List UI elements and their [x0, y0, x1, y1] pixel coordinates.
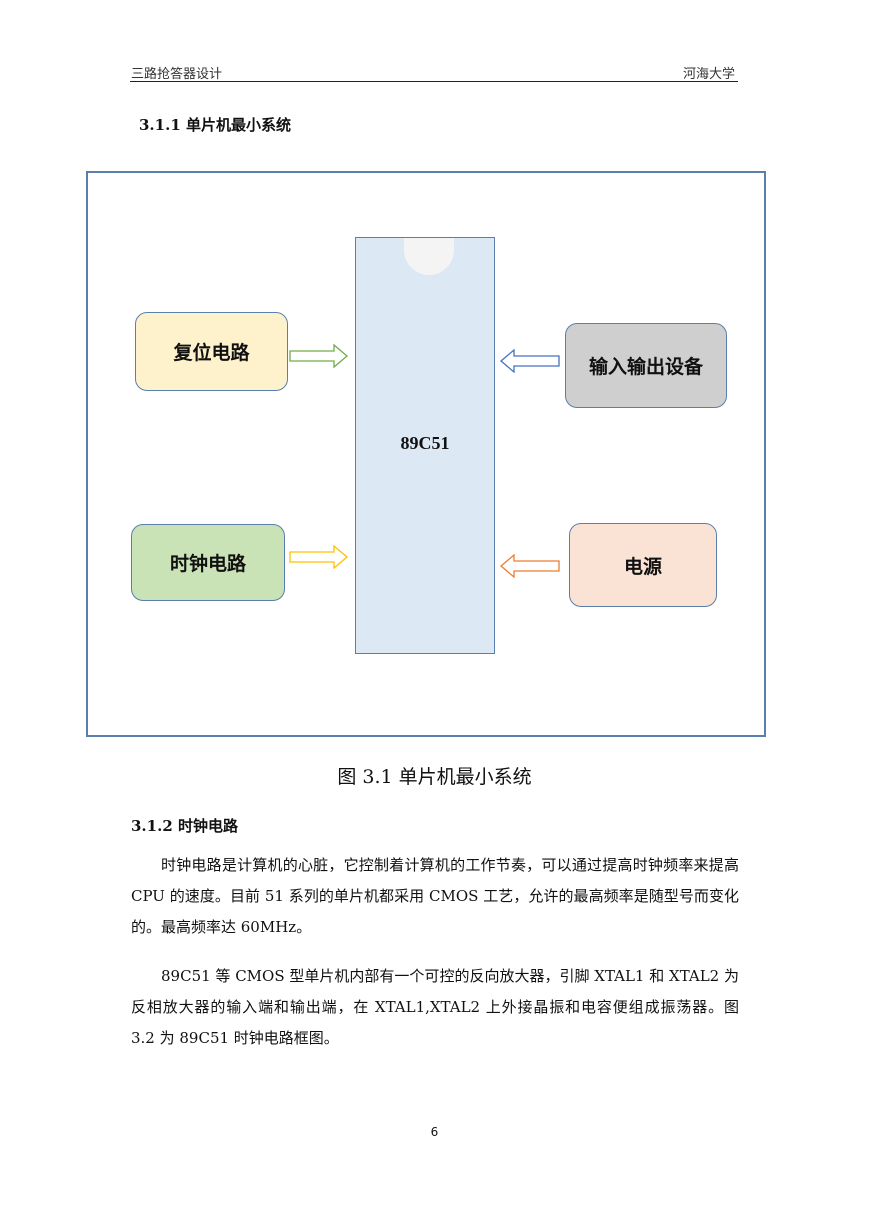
reset-circuit-label: 复位电路	[173, 342, 250, 364]
running-header-right: 河海大学	[683, 67, 736, 82]
clock-arrow-icon	[289, 545, 349, 569]
figure-caption: 图 3.1 单片机最小系统	[337, 766, 532, 788]
figure-frame	[86, 171, 766, 737]
io-arrow-icon	[500, 349, 560, 373]
io-device-block: 输入输出设备	[565, 323, 727, 408]
section-title: 3.1.1 单片机最小系统	[139, 116, 291, 134]
running-header-left: 三路抢答器设计	[131, 67, 223, 82]
reset-arrow-icon	[289, 344, 349, 368]
clock-circuit-label: 时钟电路	[169, 553, 246, 575]
chip-body	[355, 237, 495, 654]
power-label: 电源	[623, 555, 662, 578]
power-arrow-icon	[500, 554, 560, 578]
chip-label: 89C51	[400, 433, 450, 453]
header-rule	[130, 81, 738, 82]
page-number: 6	[430, 1125, 439, 1139]
clock-circuit-block: 时钟电路	[131, 524, 285, 601]
paragraph-clock-detail: 89C51 等 CMOS 型单片机内部有一个可控的反向放大器，引脚 XTAL1 …	[131, 967, 739, 1047]
power-block: 电源	[569, 523, 717, 607]
paragraph-clock-intro: 时钟电路是计算机的心脏，它控制着计算机的工作节奏，可以通过提高时钟频率来提高 C…	[131, 856, 739, 936]
subsection-title: 3.1.2 时钟电路	[131, 817, 238, 835]
io-device-label: 输入输出设备	[588, 356, 703, 378]
reset-circuit-block: 复位电路	[135, 312, 288, 391]
